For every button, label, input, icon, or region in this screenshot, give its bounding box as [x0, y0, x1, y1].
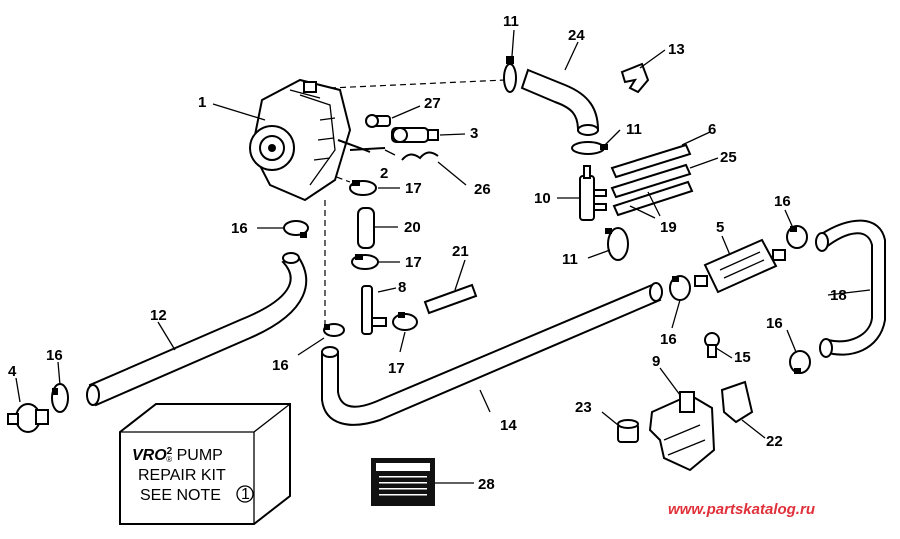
fitting-8: [361, 285, 387, 335]
callout-19: 19: [660, 219, 677, 236]
callout-2: 2: [380, 165, 388, 182]
note-circle-icon: [236, 485, 254, 503]
hose-12: [88, 253, 308, 407]
callout-24: 24: [568, 27, 585, 44]
callout-17-b: 17: [405, 254, 422, 271]
screw-15: [704, 332, 720, 358]
callout-11-low: 11: [562, 251, 578, 268]
clamp-17-mid: [351, 254, 379, 270]
callout-8: 8: [398, 279, 406, 296]
callout-13: 13: [668, 41, 685, 58]
clip-13: [620, 62, 650, 94]
callout-15: 15: [734, 349, 751, 366]
fuel-filter-5: [694, 238, 786, 294]
callout-4: 4: [8, 363, 17, 380]
callout-1: 1: [198, 94, 206, 111]
clamp-16-e: [786, 225, 808, 249]
callout-17-c: 17: [388, 360, 405, 377]
callout-16-b: 16: [272, 357, 289, 374]
fitting-27: [365, 114, 391, 128]
callout-9: 9: [652, 353, 660, 370]
callout-28: 28: [478, 476, 495, 493]
callout-23: 23: [575, 399, 592, 416]
tee-fitting-10: [579, 165, 607, 221]
clamp-11-mid: [571, 141, 608, 155]
fuel-pump-body: [249, 78, 371, 202]
callout-18: 18: [830, 287, 847, 304]
callout-16-d: 16: [660, 331, 677, 348]
callout-16-e: 16: [774, 193, 791, 210]
clamp-16-a: [283, 220, 309, 238]
clamp-16-c: [51, 383, 69, 413]
callout-5: 5: [716, 219, 724, 236]
callout-20: 20: [404, 219, 421, 236]
bracket-9: [648, 391, 716, 472]
repair-kit-box: VRO2® PUMP REPAIR KIT SEE NOTE 1: [119, 403, 291, 525]
leader-lines: [15, 29, 871, 484]
clamp-16-d: [669, 275, 691, 301]
callout-17-a: 17: [405, 180, 422, 197]
hose-24-elbow: [520, 68, 600, 131]
check-valve-4: [7, 403, 49, 433]
callout-11-top: 11: [503, 13, 519, 30]
clamp-11-low: [605, 227, 629, 261]
callout-11-mid: 11: [626, 121, 642, 138]
callout-16-f: 16: [766, 315, 783, 332]
cap-23: [617, 419, 639, 443]
repair-kit-line-2: REPAIR KIT: [138, 467, 226, 484]
clamp-16-f: [789, 350, 811, 374]
hose-20: [357, 207, 375, 249]
callout-10: 10: [534, 190, 551, 207]
callout-27: 27: [424, 95, 441, 112]
fitting-3: [391, 127, 439, 143]
repair-kit-line-1: VRO2® PUMP: [132, 446, 223, 464]
callout-14: 14: [500, 417, 517, 434]
clamp-11-top: [503, 56, 517, 93]
clip-26: [401, 151, 439, 161]
hose-21: [423, 283, 478, 315]
callout-26: 26: [474, 181, 491, 198]
callout-25: 25: [720, 149, 737, 166]
clamp-16-b: [323, 323, 345, 337]
clamp-17-top: [349, 180, 377, 196]
hose-pieces-6-25-19: [610, 143, 694, 217]
plate-22: [720, 380, 754, 424]
callouts: 1 2 3 4 5 6 8 9 10 11 11 11 12 13 14 15 …: [8, 13, 847, 493]
hose-2: [349, 147, 386, 151]
site-watermark: www.partskatalog.ru: [668, 501, 815, 518]
callout-3: 3: [470, 125, 478, 142]
decal-28: [371, 458, 435, 506]
callout-16-a: 16: [231, 220, 248, 237]
clamp-17-low: [392, 312, 418, 331]
callout-6: 6: [708, 121, 716, 138]
callout-22: 22: [766, 433, 783, 450]
repair-kit-line-3: SEE NOTE: [140, 487, 221, 504]
callout-21: 21: [452, 243, 469, 260]
callout-12: 12: [150, 307, 167, 324]
repair-kit-note-number: 1: [241, 486, 250, 503]
callout-16-c: 16: [46, 347, 63, 364]
